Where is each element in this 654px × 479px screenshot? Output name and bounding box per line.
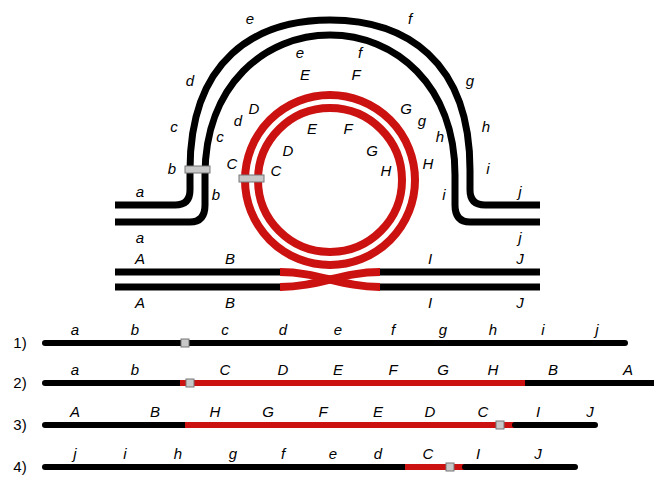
gene-label: d (234, 112, 242, 129)
row-number: 2) (13, 374, 26, 391)
gene-label: b (131, 361, 139, 378)
gene-label: E (300, 66, 310, 83)
gene-label: B (548, 361, 558, 378)
gene-label: I (536, 403, 540, 420)
gene-label: a (136, 229, 144, 246)
gene-label: H (488, 361, 499, 378)
gene-label: h (482, 118, 490, 135)
gene-label: f (358, 44, 362, 61)
gene-label: i (123, 445, 126, 462)
gene-label: b (168, 160, 176, 177)
centromere (185, 166, 210, 173)
centromere (446, 463, 454, 471)
gene-label: G (366, 142, 378, 159)
gene-label: j (518, 229, 521, 246)
gene-label: c (221, 321, 229, 338)
gene-label: J (516, 250, 524, 267)
gene-label: D (283, 142, 294, 159)
gene-label: h (489, 321, 497, 338)
gene-label: I (428, 294, 432, 311)
gene-label: j (73, 445, 76, 462)
gene-label: H (381, 162, 392, 179)
gene-label: i (442, 186, 445, 203)
gene-label: g (418, 112, 426, 129)
red-inversion-loop (245, 95, 415, 287)
gene-label: B (150, 403, 160, 420)
gene-label: C (271, 162, 282, 179)
centromere (239, 175, 264, 182)
gene-label: e (329, 445, 337, 462)
gene-label: a (71, 361, 79, 378)
gene-label: G (400, 100, 412, 117)
gene-label: i (541, 321, 544, 338)
gene-label: E (333, 361, 343, 378)
gene-label: b (131, 321, 139, 338)
chromosome-row-2 (45, 380, 654, 386)
gene-label: F (318, 403, 327, 420)
gene-label: j (518, 183, 521, 200)
gene-label: C (220, 361, 231, 378)
centromere (186, 379, 194, 387)
gene-label: B (225, 250, 235, 267)
gene-label: i (486, 160, 489, 177)
gene-label: C (478, 403, 489, 420)
gene-label: A (70, 403, 80, 420)
gene-label: J (534, 445, 542, 462)
row-number: 4) (13, 458, 26, 475)
gene-label: A (623, 361, 633, 378)
gene-label: D (278, 361, 289, 378)
centromere (181, 339, 189, 347)
gene-label: I (476, 445, 480, 462)
gene-label: f (281, 445, 285, 462)
gene-label: c (216, 128, 224, 145)
gene-label: g (439, 321, 447, 338)
gene-label: D (249, 100, 260, 117)
gene-label: B (225, 294, 235, 311)
gene-label: F (351, 66, 360, 83)
gene-label: a (71, 321, 79, 338)
row-number: 1) (13, 334, 26, 351)
gene-label: I (428, 250, 432, 267)
gene-label: a (136, 183, 144, 200)
gene-label: E (373, 403, 383, 420)
gene-label: d (374, 445, 382, 462)
gene-label: G (262, 403, 274, 420)
gene-label: A (135, 294, 145, 311)
black-chromosome-ends (115, 272, 540, 287)
gene-label: C (423, 445, 434, 462)
chromosome-row-3 (45, 422, 595, 428)
gene-label: h (174, 445, 182, 462)
gene-label: J (586, 403, 594, 420)
black-chromosome (115, 20, 540, 222)
centromere (496, 421, 504, 429)
gene-label: d (186, 72, 194, 89)
gene-label: e (334, 321, 342, 338)
gene-label: G (437, 361, 449, 378)
gene-label: E (307, 120, 317, 137)
gene-label: e (296, 44, 304, 61)
gene-label: A (135, 250, 145, 267)
gene-label: h (436, 128, 444, 145)
gene-label: c (170, 118, 178, 135)
chromosome-row-1 (45, 340, 625, 346)
gene-label: J (516, 294, 524, 311)
gene-label: d (279, 321, 287, 338)
gene-label: g (229, 445, 237, 462)
gene-label: C (227, 155, 238, 172)
row-number: 3) (13, 416, 26, 433)
gene-label: H (423, 155, 434, 172)
gene-label: D (425, 403, 436, 420)
gene-label: F (343, 120, 352, 137)
gene-label: f (408, 10, 412, 27)
gene-label: e (246, 10, 254, 27)
gene-label: f (391, 321, 395, 338)
gene-label: g (466, 72, 474, 89)
chromosome-row-4 (45, 464, 575, 470)
gene-label: j (595, 321, 598, 338)
gene-label: F (388, 361, 397, 378)
gene-label: b (212, 186, 220, 203)
gene-label: H (210, 403, 221, 420)
